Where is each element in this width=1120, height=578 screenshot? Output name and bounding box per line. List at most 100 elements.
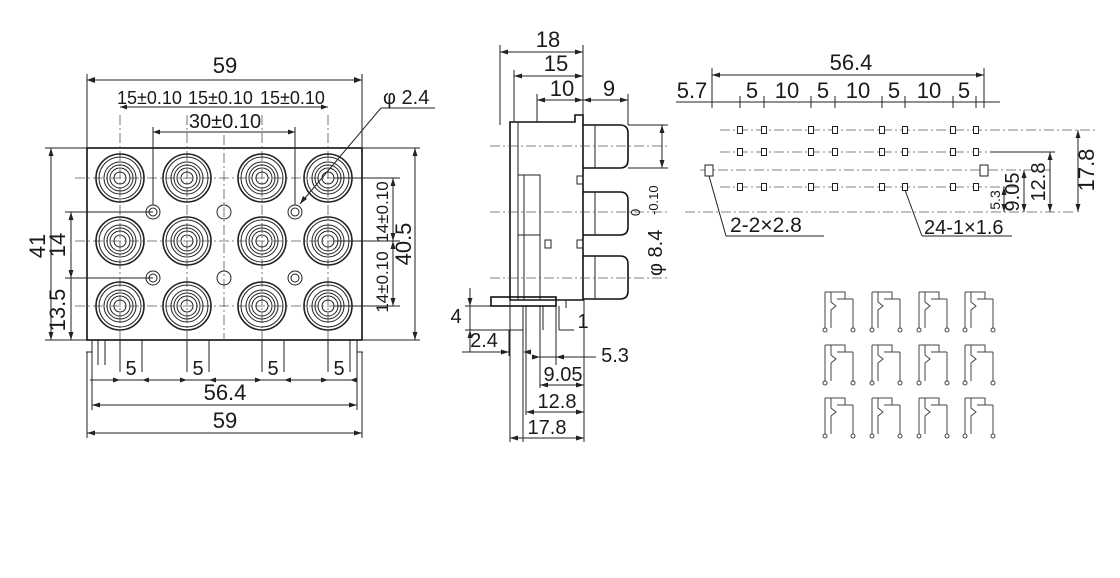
jack-schematic-grid: [822, 291, 996, 439]
side-front-panel: [509, 114, 584, 301]
side-pin-h-4: 4: [450, 306, 461, 328]
pcb-pin-hole: [879, 183, 885, 191]
pcb-pin-hole: [832, 148, 838, 156]
front-pin-5-c: 5: [267, 358, 278, 380]
front-pin-5-a: 5: [125, 358, 136, 380]
pcb-pin-hole: [737, 126, 743, 134]
pcb-pin-holes: [737, 126, 979, 191]
rca-jack: [95, 216, 145, 266]
side-depth-15: 15: [544, 51, 568, 76]
front-pitch-1: 15±0.10: [117, 88, 182, 108]
jack-symbol: [962, 397, 996, 439]
pcb-v-5-3: 5.3: [987, 190, 1003, 210]
jack-symbol: [869, 291, 903, 333]
front-span-30: 30±0.10: [189, 111, 261, 133]
pcb-pin-hole: [879, 126, 885, 134]
front-pitch-3: 15±0.10: [260, 88, 325, 108]
front-pitch-2: 15±0.10: [188, 88, 253, 108]
jack-symbol: [916, 344, 950, 386]
pcb-mount-hole-left: [704, 164, 714, 177]
front-height-40-5: 40.5: [391, 223, 416, 266]
rca-jack: [162, 153, 212, 203]
jack-symbol: [869, 397, 903, 439]
pcb-offset-5-7: 5.7: [677, 78, 708, 103]
front-body-outline: [86, 147, 363, 341]
pcb-pin-hole: [761, 126, 767, 134]
pcb-spacing-5: 10: [917, 78, 941, 103]
front-centerlines: [75, 115, 375, 340]
rca-jack: [162, 216, 212, 266]
front-height-13-5: 13.5: [45, 289, 70, 332]
pcb-pin-hole: [808, 126, 814, 134]
front-width-56-4: 56.4: [204, 380, 247, 405]
pcb-pin-hole: [973, 183, 979, 191]
pcb-spacing-6: 5: [958, 78, 970, 103]
front-bottom-dims: [86, 352, 363, 438]
pcb-pin-holes-note: 24-1×1.6: [924, 217, 1004, 239]
pcb-pin-hole: [973, 126, 979, 134]
front-pins: [86, 340, 363, 372]
pcb-spacing-2: 5: [817, 78, 829, 103]
front-height-41: 41: [25, 234, 50, 258]
jack-symbol: [822, 344, 856, 386]
rca-jack: [95, 153, 145, 203]
pcb-pin-hole: [808, 148, 814, 156]
front-top-dims: [86, 74, 435, 205]
jack-symbol: [962, 291, 996, 333]
side-jack-dia-tol-upper: 0: [628, 209, 643, 216]
pcb-pin-hole: [737, 148, 743, 156]
jack-symbol: [869, 344, 903, 386]
pcb-pin-hole: [832, 183, 838, 191]
pcb-top-dims: [676, 68, 1000, 108]
pcb-pin-hole: [879, 148, 885, 156]
side-jack-dia-tol-lower: -0.10: [646, 185, 661, 215]
front-left-dims: [45, 147, 153, 341]
side-top-dims: [499, 45, 668, 169]
pcb-right-dims: [990, 130, 1081, 212]
pcb-pin-hole: [761, 148, 767, 156]
pcb-pin-hole: [902, 126, 908, 134]
front-row-pitch-top: 14±0.10: [373, 181, 392, 242]
rca-jack: [237, 216, 287, 266]
pcb-v-9-05: 9.05: [1002, 173, 1024, 212]
pcb-pin-hole: [737, 183, 743, 191]
front-hole-dia: φ 2.4: [383, 87, 429, 109]
side-depth-10: 10: [550, 76, 574, 101]
jack-symbol: [822, 291, 856, 333]
rca-jack: [237, 281, 287, 331]
pcb-pin-hole: [973, 148, 979, 156]
side-pin-9-05: 9.05: [544, 364, 583, 386]
pcb-spacing-3: 10: [846, 78, 870, 103]
front-view: 59 15±0.10 15±0.10 15±0.10 30±0.10 φ 2.4…: [25, 53, 435, 438]
side-pin-2-4: 2.4: [470, 330, 498, 352]
pcb-pin-hole: [950, 148, 956, 156]
side-pin-17-8: 17.8: [528, 417, 567, 439]
pcb-layout: 56.4 5.7 5 10 5 10 5 10 5: [676, 50, 1099, 239]
side-jack-dia: φ 8.4: [645, 230, 667, 276]
side-jack-barrels: [544, 124, 629, 300]
pcb-pin-hole: [950, 183, 956, 191]
pcb-v-12-8: 12.8: [1028, 163, 1050, 202]
pcb-pin-hole: [808, 183, 814, 191]
pcb-v-17-8: 17.8: [1074, 149, 1099, 192]
pcb-pin-hole: [902, 183, 908, 191]
pcb-spacing-labels: 5 10 5 10 5 10 5: [746, 78, 970, 103]
front-width-59-bottom: 59: [213, 408, 237, 433]
pcb-mount-holes-note: 2-2×2.8: [730, 214, 802, 237]
side-view: 18 15 10 9 φ 8.4 0 -0.10: [450, 27, 670, 442]
rca-jack-grid: [95, 153, 353, 331]
pcb-pin-hole: [761, 183, 767, 191]
pcb-spacing-1: 10: [775, 78, 799, 103]
front-row-pitch-bottom: 14±0.10: [373, 251, 392, 312]
side-pins: [522, 306, 560, 330]
side-depth-9: 9: [603, 76, 615, 101]
side-pin-12-8: 12.8: [538, 391, 577, 413]
front-height-14: 14: [45, 233, 70, 257]
jack-symbol: [962, 344, 996, 386]
front-right-dims: [335, 147, 420, 341]
jack-symbol: [916, 397, 950, 439]
rca-jack: [237, 153, 287, 203]
side-depth-18: 18: [536, 27, 560, 52]
front-pin-5-d: 5: [333, 358, 344, 380]
